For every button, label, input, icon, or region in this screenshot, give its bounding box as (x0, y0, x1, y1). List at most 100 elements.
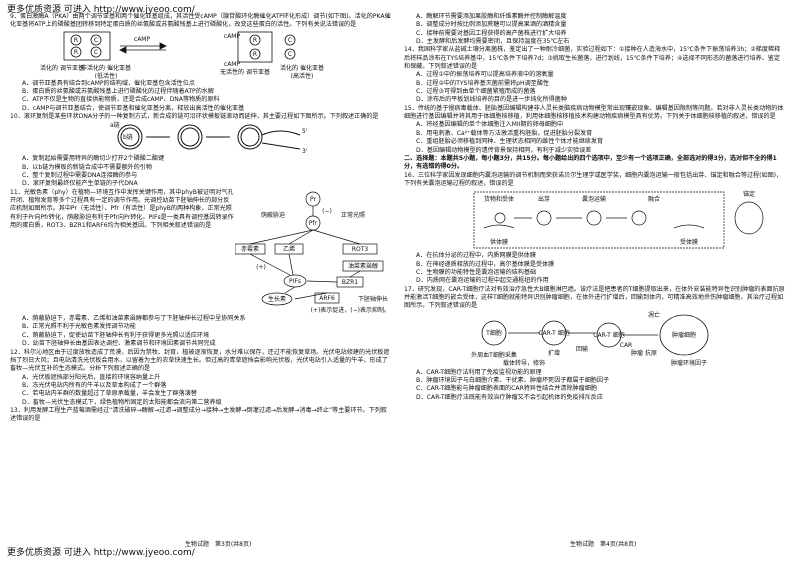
q16-opt-b: B．在神经递质释放的过程中，高尔基体膜是受体膜 (416, 260, 555, 268)
q9-lab4b: (高活性) (291, 72, 314, 80)
q16-s3: 囊泡运输 (582, 195, 606, 203)
q12-opt-a: A．光伏板遮挡部分阳光后，直接的环境容纳量上升 (22, 373, 161, 381)
q9-r3: R (253, 37, 257, 44)
q16-s1: 货物和受体 (484, 195, 514, 203)
q10-3p: 3' (302, 148, 308, 155)
q17-stem: 17．研究发现，CAR-T细胞疗法对有效治疗急性大B细胞淋巴癌。该疗法是把患者的… (404, 285, 785, 310)
q11-shade: 荫蔽胁迫 (261, 211, 285, 219)
q10-opt-c: C．整个复制过程中需要DNA连接酶的参与 (22, 172, 138, 180)
q16-acceptor: 受体膜 (680, 238, 698, 246)
q9-lab3: 无活性的 调节亚基 (220, 68, 270, 76)
q11-rot3: ROT3 (352, 246, 369, 253)
q16-donor: 供体膜 (490, 238, 508, 246)
q12-opt-b: B．冻光伏电站内所有的牛羊以及草本构成了一个群落 (22, 381, 167, 389)
q15-opt-d: D．基因编辑动物模型的遗传背景保持相同，有利于减少实验误差 (416, 146, 592, 154)
q13-opt-a: A．酶解环节需要添加果胶酶和纤维素酶并控制酶解温度 (416, 13, 567, 20)
q13-opt-c: C．接种前需要对基因工程获得的高产菌株进行扩大培养 (416, 29, 567, 37)
q11-minus: (−) (322, 208, 332, 215)
q16-s2: 出芽 (538, 195, 550, 203)
q11-plus: (+) (256, 264, 266, 271)
q10-b-label: b链 (123, 133, 133, 141)
q9-figure: R R C C cAMP cAMP cAMP R R C C 活化的 调节亚基 … (10, 30, 392, 80)
q10-stem: 10．滚环复制是某些环状DNA分子的一种复制方式，新合成的链可沿环状模板链滚动而… (10, 113, 379, 121)
q17-cart2: CAR-T 细胞 (593, 331, 624, 339)
q11-chimei: 赤霉素 (241, 245, 259, 253)
q10-a-label: a链 (110, 121, 120, 129)
q9-camp-r1: cAMP (224, 33, 241, 40)
q11-pfr: Pfr (309, 220, 318, 227)
q12-opt-d: D．畜牧—光伏生态模式下，绿色植物所固定的太阳能都会流向第二营养级 (22, 398, 222, 406)
q9-c1: C (94, 37, 98, 44)
page-number-left: 生物试题 第3页(共8页) (185, 541, 252, 548)
q14-stem: 14．我国科学家从盐碱土壤分离菌株，鉴定出了一种耐冷细菌，实验过程如下：①接种在… (404, 46, 781, 71)
q12-opt-c: C．若电站内羊群的数量超过了草原承载量，羊会发生了群落演替 (22, 390, 197, 398)
q11-legend: (+)表示促进，(−)表示抑制。 (310, 306, 390, 314)
q14-opt-c: C．过程③可得到由单个细菌繁殖而成的菌落 (416, 88, 536, 96)
q17-tumor: 肿瘤细胞 (672, 331, 696, 339)
q16-figure: 货物和受体 出芽 囊泡运输 锚定 供体膜 受体膜 融合 (404, 188, 786, 252)
q10-figure: a链 b链 5' 3' (10, 121, 392, 155)
q9-stem: 9．蛋白激酶A（PKA）由两个调节亚基和两个催化亚基组成，其活性受cAMP（腺苷… (10, 13, 391, 29)
left-column: 9．蛋白激酶A（PKA）由两个调节亚基和两个催化亚基组成，其活性受cAMP（腺苷… (10, 13, 392, 424)
q15-opt-c: C．重组胚胎必须移植到同种、生理状态相同的雌性个体才能继续发育 (416, 138, 604, 146)
q9-c3: C (288, 37, 292, 44)
q17-vector: 载体转导，修饰 (503, 359, 545, 367)
q15-stem: 15．传统的基于慢病毒载体、胚胎基因编辑构建非人灵长类脑疾病动物模型常出现镶嵌现… (404, 104, 784, 121)
q11-bzr1: BZR1 (342, 279, 358, 286)
q9-camp-r2: cAMP (224, 61, 241, 68)
q10-5p: 5' (302, 128, 308, 135)
q17-expand: 扩增 (548, 349, 560, 357)
q9-lab1: 活化的 调节亚基 (40, 64, 84, 72)
q11-arf6: ARF6 (319, 295, 335, 302)
q9-opt-c: C．ATP不仅是生物的直接供能物质，还是合成cAMP、DNA等物质的原料 (22, 96, 220, 104)
q9-r2: R (74, 49, 78, 56)
q17-opt-a: A．CAR-T细胞疗法利用了免疫监视功能的原理 (416, 368, 542, 376)
q15-opt-b: B．用电刺激、Ca²⁺载体等方法激活重构胚胎，促进胚胎分裂发育 (416, 129, 593, 137)
page-footer: 更多优质资源 可进入 http://www.jyeoo.com/ (7, 548, 195, 558)
q9-lab2: 非活化的 催化亚基 (81, 64, 131, 72)
q12-stem: 12．科尔沁地区由于过度放牧造成了荒漠，后因为禁牧、封育，植被逐渐恢复，水分难以… (10, 348, 390, 373)
q11-opt-c: C．荫蔽胁迫下，促使幼苗下胚轴伸长有利于获得更多光照以适应环境 (22, 331, 210, 339)
q11-pr: Pr (310, 196, 317, 203)
q17-cart1: CAR-T 细胞 (538, 329, 569, 337)
q11-hyp: 下胚轴伸长 (358, 295, 388, 303)
q11-yixi: 乙烯 (283, 245, 295, 253)
q17-kill: 凋亡 (648, 311, 660, 319)
q14-opt-d: D．涂布后的平板划线培养的目的是进一步纯化所得菌种 (416, 96, 567, 104)
q13-stem: 13．利用发酵工程生产蓝莓酒需经过“清洗破碎→酶解→过滤→调整成分→接种→主发酵… (10, 406, 387, 423)
q16-opt-c: C．生物膜的功能特性是囊泡运输的结构基础 (416, 268, 537, 276)
q17-car: CAR (620, 342, 632, 349)
q11-pifs: PIFs (289, 278, 301, 285)
q9-opt-b: B．蛋白质的丝氨酸或苏氨酸残基上进行磷酸化的过程伴随着ATP的水解 (22, 88, 214, 96)
q17-opt-d: D．CAR-T细胞疗法既能有效治疗肿瘤又不会引起机体的免疫排斥反应 (416, 393, 603, 401)
q13-opt-d: D．主发酵和后发酵均需要密闭，且保持温度在35℃左右 (416, 38, 570, 46)
q11-opt-d: D．幼苗下胚轴伸长由基因表达调控、激素调节和环境因素调节共同完成 (22, 340, 216, 348)
q11-youcai: 油菜素甾醇 (348, 262, 378, 270)
q9-lab4: 活化的 催化亚基 (280, 64, 324, 72)
q17-antigen: 肿瘤 抗原 (631, 349, 657, 357)
q17-opt-b: B．肿瘤环境因子与白细胞介素、干扰素、肿瘤坏死因子都属于细胞因子 (416, 376, 610, 384)
q10-opt-d: D．滚环复制最终仅能产生单链的子代DNA (22, 180, 138, 188)
q11-light: 正常光照 (341, 211, 365, 219)
q17-infuse: 回输 (576, 345, 588, 353)
q16-s5: 融合 (648, 195, 660, 203)
q11-opt-b: B．正常光照不利于光敏色素发挥调节功能 (22, 323, 136, 331)
q16-opt-d: D．内质网在囊泡运输的过程中起交通枢纽的作用 (416, 277, 549, 285)
q15-opt-a: A．将经基因编辑的单个体细胞注入MII期的卵母细胞中 (416, 121, 564, 129)
page-header: 更多优质资源 可进入 http://www.jyeoo.com/ (7, 5, 195, 15)
section-2-heading: 二、选择题：本题共5小题，每小题3分，共15分。每小题给出的四个选项中，至少有一… (404, 154, 777, 171)
q16-stem: 16．三位科学家因发现细胞内囊泡运输的调节机制而荣获诺贝尔生理学或医学奖，细胞内… (404, 171, 783, 187)
q10-opt-b: B．以b链为模板的新链合成中不需要额外的引物 (22, 163, 152, 171)
q9-c2: C (94, 49, 98, 56)
q11-opt-a: A．荫蔽胁迫下，赤霉素、乙烯和油菜素甾醇都参与了下胚轴伸长过程中呈协同关系 (22, 315, 246, 323)
q14-opt-a: A．过程①中的振荡培养可以提高培养液中的溶氧量 (416, 71, 554, 79)
page-number-right: 生物试题 第4页(共8页) (570, 541, 637, 548)
q9-r1: R (74, 37, 78, 44)
q11-stem: 11．光敏色素（phy）在植物—环境互作中发挥关键作用，其中phyB被证明对气孔… (10, 188, 234, 230)
q10-opt-a: A．复制起始需要用特异的酶切少打开2个磷酸二酯键 (22, 155, 165, 163)
q16-opt-a: A．在抗体分泌的过程中，内质网膜是供体膜 (416, 252, 536, 260)
q17-figure: T细胞 CAR-T 细胞 CAR-T 细胞 肿瘤细胞 外周血T细胞采集 载体转导… (404, 311, 786, 369)
q9-opt-d: D．cAMP与调节亚基结合，使调节亚基和催化亚基分离，释放出高活性的催化亚基 (22, 104, 245, 112)
q17-t: T细胞 (485, 329, 502, 337)
q17-extract: 外周血T细胞采集 (471, 351, 517, 359)
